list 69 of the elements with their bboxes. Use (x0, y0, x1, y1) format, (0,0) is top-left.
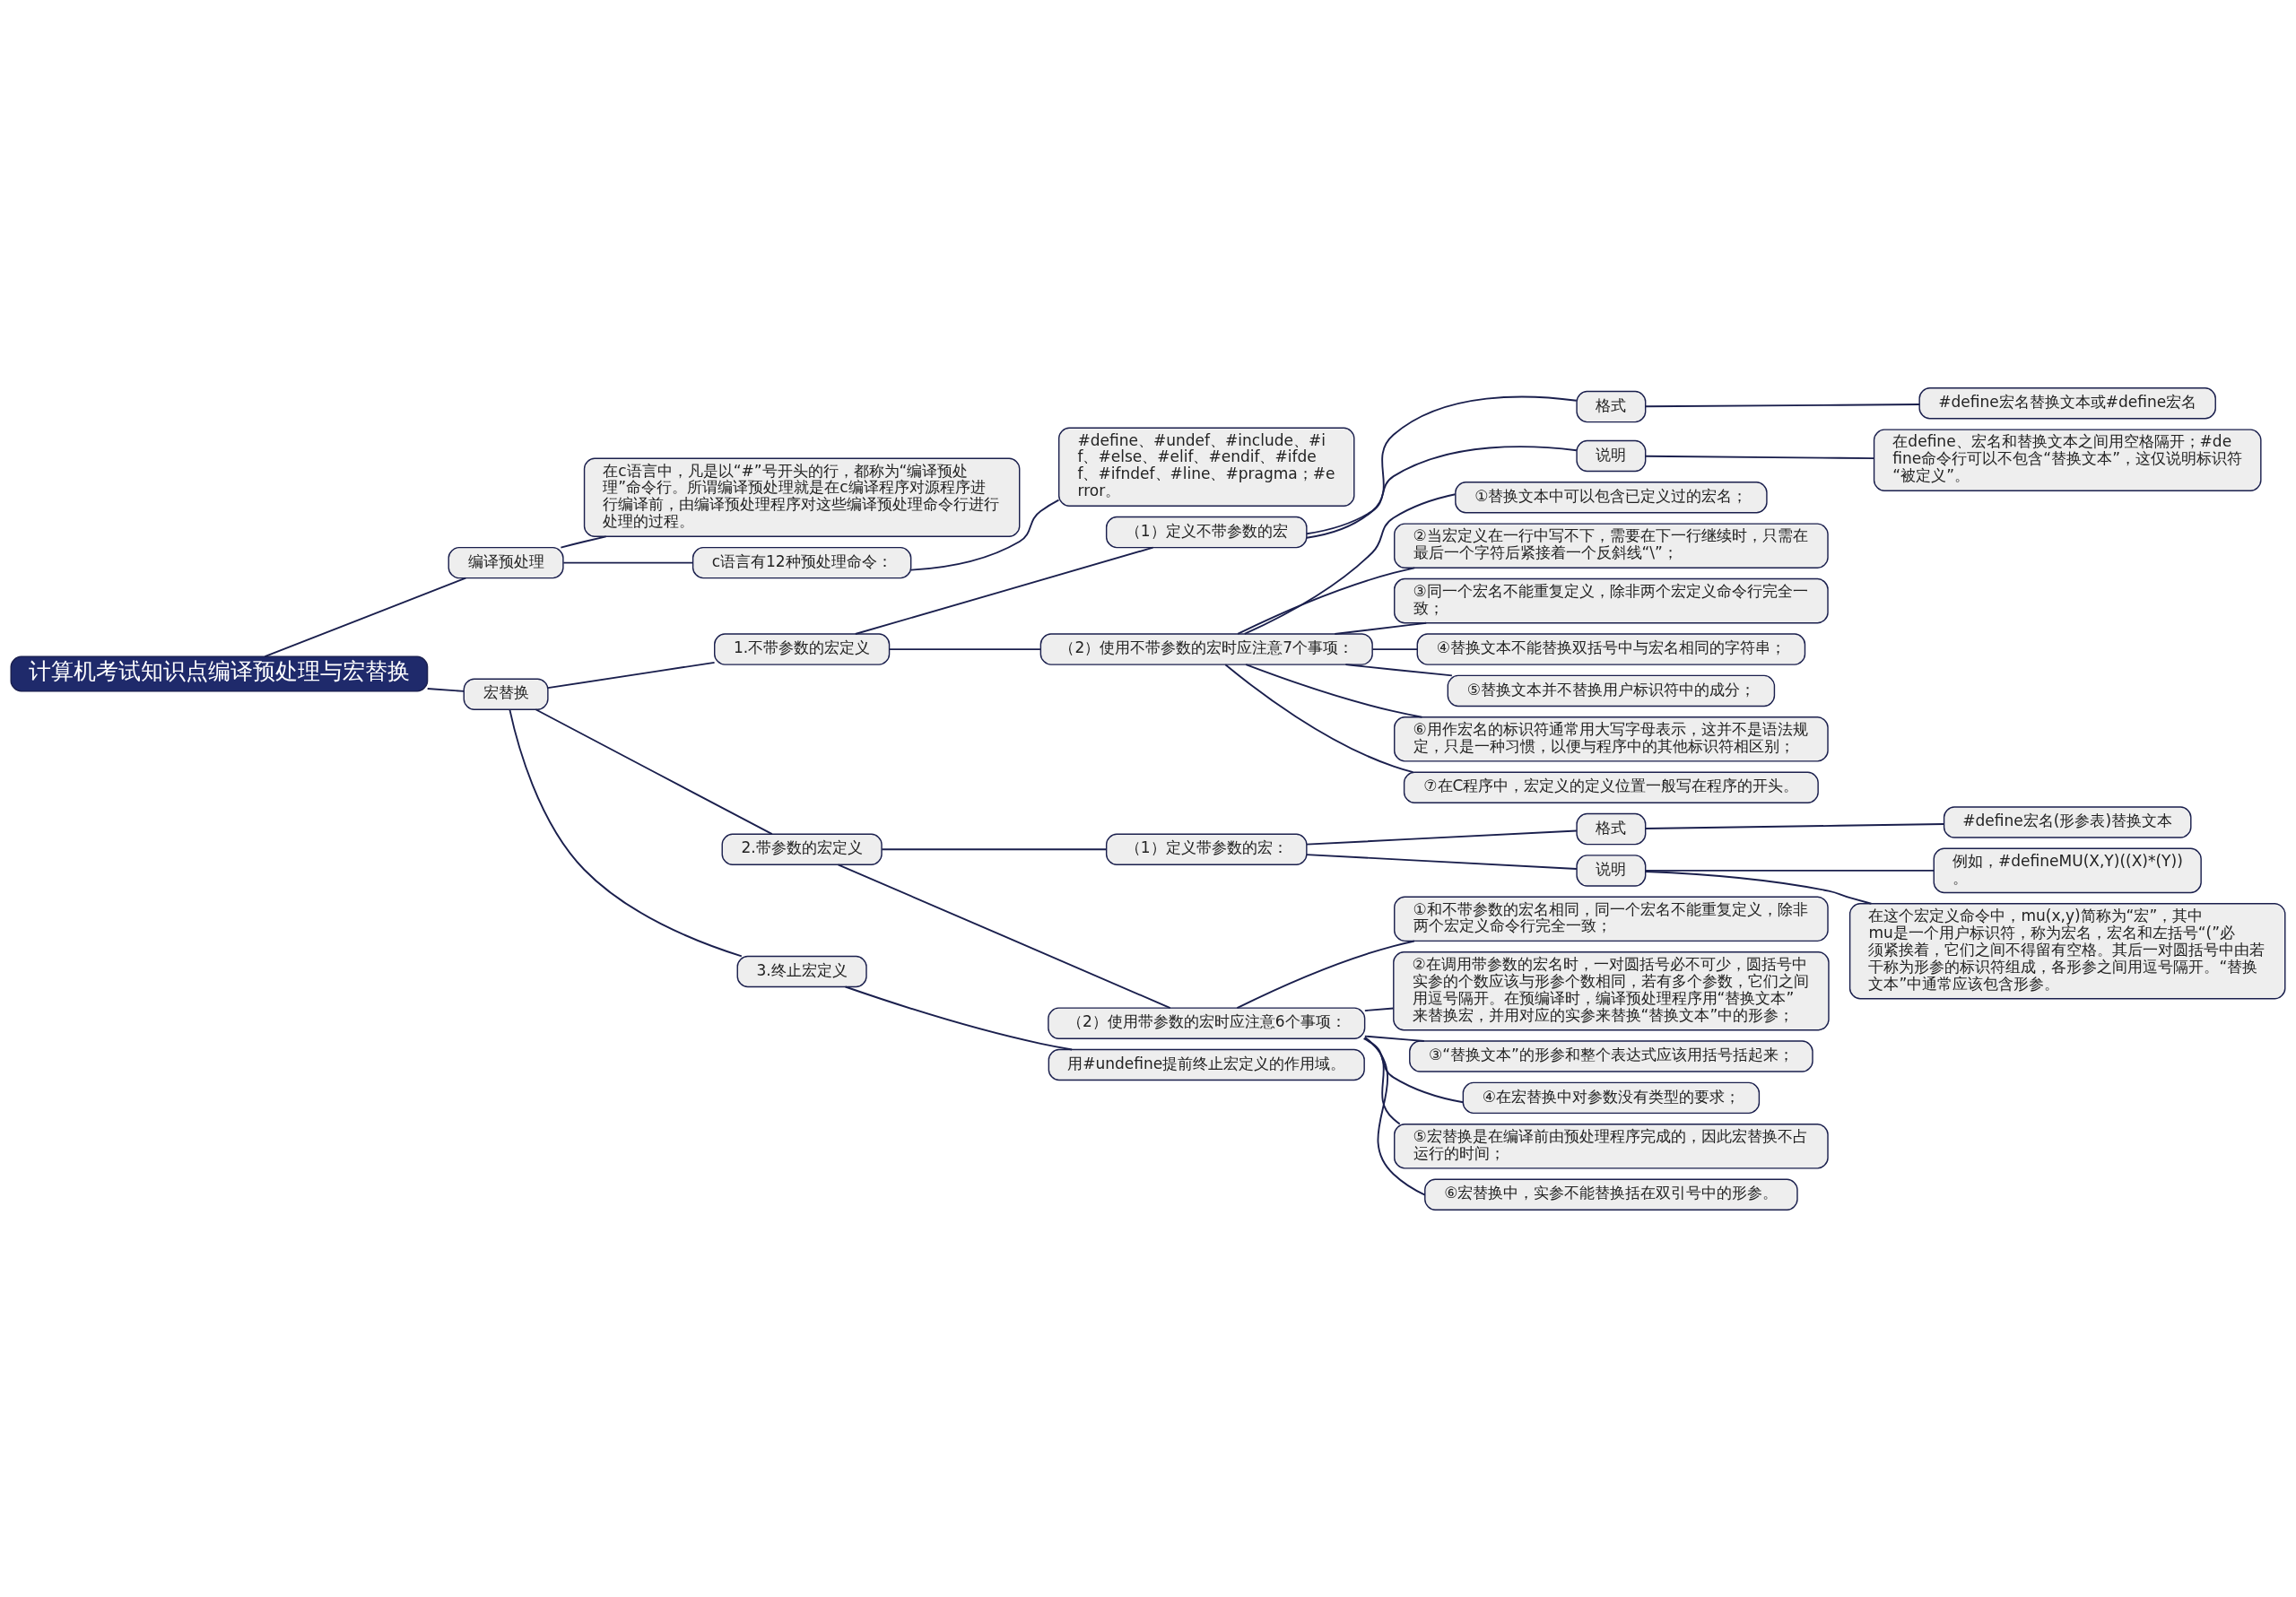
connector (426, 687, 465, 692)
connector (560, 534, 607, 548)
node-box: 说明 (1576, 439, 1647, 472)
connector (1306, 395, 1578, 539)
node-box: ⑦在C程序中，宏定义的定义位置一般写在程序的开头。 (1403, 771, 1819, 803)
connector (1344, 663, 1453, 676)
node-box: ②在调用带参数的宏名时，一对圆括号必不可少，圆括号中实参的个数应该与形参个数相同，若有多个参数，它们之间用逗号隔开。在预编译时，编译预处理程序用“替换文本”来替换宏，并用对应的实参来替换“替换文本”中的形参； (1393, 950, 1830, 1030)
connector (1645, 870, 1873, 905)
node-box: #define宏名(形参表)替换文本 (1943, 805, 2192, 838)
node-box: ⑤宏替换是在编译前由预处理程序完成的，因此宏替换不占运行的时间； (1394, 1123, 1829, 1169)
node-box: 编译预处理 (448, 546, 564, 578)
connector (1224, 663, 1414, 773)
connector (562, 561, 694, 564)
node-box: ④在宏替换中对参数没有类型的要求； (1462, 1081, 1761, 1114)
connector (1363, 1035, 1425, 1042)
connector (1371, 647, 1419, 650)
connector (1645, 455, 1875, 459)
node-box: #define、#undef、#include、#if、#else、#elif、#endif、#ifdef、#ifndef、#line、#pragma；#error。 (1058, 427, 1355, 507)
connector (881, 847, 1108, 850)
connector (910, 499, 1060, 571)
node-box: 计算机考试知识点编译预处理与宏替换 (10, 655, 429, 692)
connector (854, 546, 1154, 635)
connector (1363, 1007, 1395, 1011)
node-box: ⑤替换文本并不替换用户标识符中的成分； (1447, 674, 1776, 707)
connector (837, 863, 1171, 1009)
node-box: ②当宏定义在一行中写不下，需要在下一行继续时，只需在最后一个字符后紧接着一个反斜线“\”； (1394, 522, 1829, 568)
node-box: ④替换文本不能替换双括号中与宏名相同的字符串； (1416, 632, 1806, 665)
connector (1245, 663, 1423, 718)
connector (1306, 853, 1578, 870)
node-box: #define宏名替换文本或#define宏名 (1918, 386, 2216, 420)
node-box: ⑥宏替换中，实参不能替换括在双引号中的形参。 (1424, 1177, 1798, 1211)
connector (1243, 492, 1457, 635)
connector (1306, 829, 1578, 846)
connector (1645, 869, 1935, 872)
node-box: ①和不带参数的宏名相同，同一个宏名不能重复定义，除非两个宏定义命令行完全一致； (1394, 896, 1829, 942)
node-box: 说明 (1576, 854, 1647, 887)
node-box: （1）定义不带参数的宏 (1105, 516, 1308, 548)
connector (1237, 566, 1416, 635)
connector (509, 707, 743, 957)
node-box: （2）使用不带参数的宏时应注意7个事项： (1039, 632, 1373, 665)
node-box: c语言有12种预处理命令： (691, 546, 912, 578)
connector (1363, 1036, 1426, 1195)
connector (888, 647, 1041, 650)
connector (1645, 403, 1920, 407)
node-box: （2）使用带参数的宏时应注意6个事项： (1048, 1006, 1366, 1039)
node-box: 宏替换 (463, 677, 549, 710)
connector (1645, 822, 1945, 829)
connector (1362, 1037, 1465, 1103)
node-box: ③同一个宏名不能重复定义，除非两个宏定义命令行完全一致； (1394, 577, 1829, 623)
node-box: 格式 (1576, 812, 1647, 845)
node-box: 1.不带参数的宏定义 (714, 632, 891, 665)
node-box: 在c语言中，凡是以“#”号开头的行，都称为“编译预处理”命令行。所谓编译预处理就是在c编译程序对源程序进行编译前，由编译预处理程序对这些编译预处理命令行进行处理的过程。 (583, 457, 1021, 537)
connector (535, 707, 773, 835)
node-box: ③“替换文本”的形参和整个表达式应该用括号括起来； (1409, 1039, 1813, 1072)
connector (1363, 1036, 1401, 1124)
node-box: ⑥用作宏名的标识符通常用大写字母表示，这并不是语法规定，只是一种习惯，以便与程序中的其他标识符相区别； (1394, 716, 1829, 762)
node-box: 2.带参数的宏定义 (721, 833, 883, 865)
node-box: 格式 (1576, 390, 1647, 422)
connector (264, 577, 467, 657)
connector (547, 661, 716, 689)
node-box: 在这个宏定义命令中，mu(x,y)简称为“宏”，其中mu是一个用户标识符，称为宏名，宏名和左括号“(”必须紧挨着，它们之间不得留有空格。其后一对圆括号中由若干称为形参的标识符组成，各形参之间用逗号隔开。“替换文本”中通常应该包含形参。 (1848, 902, 2286, 999)
connector (1306, 445, 1578, 534)
node-box: （1）定义带参数的宏： (1105, 833, 1308, 865)
node-box: 在define、宏名和替换文本之间用空格隔开；#define命令行可以不包含“替换文本”，这仅说明标识符“被定义”。 (1873, 428, 2262, 491)
node-box: ①替换文本中可以包含已定义过的宏名； (1455, 481, 1768, 513)
node-box: 3.终止宏定义 (736, 955, 867, 987)
connector (1334, 621, 1428, 635)
node-box: 例如，#defineMU(X,Y)((X)*(Y))。 (1933, 847, 2202, 893)
node-box: 用#undefine提前终止宏定义的作用域。 (1048, 1048, 1365, 1081)
